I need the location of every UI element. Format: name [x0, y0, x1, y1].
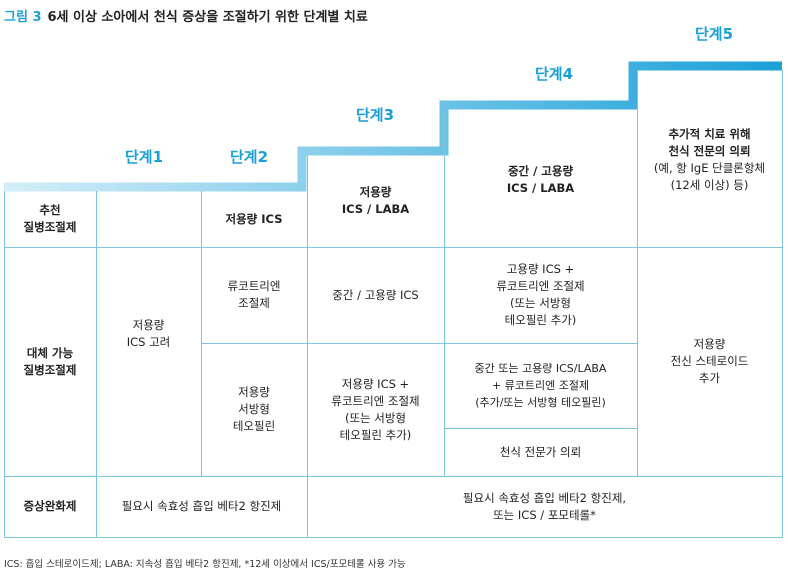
- figure-title-text: 6세 이상 소아에서 천식 증상을 조절하기 위한 단계별 치료: [47, 10, 368, 25]
- row-header-recommended: 추천 질병조절제: [23, 203, 77, 234]
- stage-4-alternative-2: 중간 또는 고용량 ICS/LABA + 류코트리엔 조절제 (추가/또는 서방…: [474, 362, 607, 409]
- stage-5-recommended-note: (예, 항 IgE 단클론항체 (12세 이상) 등): [653, 160, 766, 192]
- grid-line: [96, 191, 97, 537]
- reliever-stage-3-5: 필요시 속효성 흡입 베타2 항진제, 또는 ICS / 포모테롤*: [462, 490, 627, 522]
- grid-line: [4, 191, 5, 537]
- stage-3-alternative-2: 저용량 ICS + 류코트리엔 조절제 (또는 서방형 테오필린 추가): [331, 376, 420, 442]
- stage-5-label: 단계5: [695, 25, 734, 43]
- stage-4-alternative-1: 고용량 ICS + 류코트리엔 조절제 (또는 서방형 테오필린 추가): [496, 262, 585, 327]
- stage-1-label: 단계1: [125, 148, 164, 166]
- footnote: ICS: 흡입 스테로이드제; LABA: 지속성 흡입 베타2 항진제, *1…: [4, 559, 406, 570]
- stage-5-alternative: 저용량 전신 스테로이드 추가: [670, 337, 749, 385]
- stage-2-recommended: 저용량 ICS: [225, 211, 283, 226]
- figure-number: 그림 3: [4, 10, 42, 25]
- stage-2-label: 단계2: [230, 148, 269, 166]
- grid-line: [782, 70, 783, 537]
- figure-title: 그림 3 6세 이상 소아에서 천식 증상을 조절하기 위한 단계별 치료: [4, 6, 368, 25]
- grid-line: [4, 247, 302, 248]
- row-header-reliever: 증상완화제: [23, 499, 77, 513]
- grid-line: [637, 70, 638, 476]
- stage-3-alternative-1: 중간 / 고용량 ICS: [332, 287, 419, 302]
- stage-5-recommended-title: 추가적 치료 위해 천식 전문의 의뢰: [668, 126, 751, 158]
- grid-line: [444, 428, 637, 429]
- grid-line: [4, 537, 783, 538]
- row-header-alternative: 대체 가능 질병조절제: [23, 345, 77, 377]
- grid-line: [201, 343, 637, 344]
- stage-2-alternative-1: 류코트리엔 조절제: [227, 279, 281, 310]
- stage-4-recommended: 중간 / 고용량 ICS / LABA: [506, 163, 575, 195]
- stage-2-alternative-2: 저용량 서방형 테오필린: [232, 385, 276, 433]
- stage-4-alternative-3: 천식 전문가 의뢰: [499, 444, 582, 459]
- grid-line: [4, 476, 783, 477]
- grid-line: [201, 191, 202, 476]
- stage-1-controller: 저용량 ICS 고려: [126, 317, 171, 349]
- grid-line: [307, 155, 308, 537]
- stage-4-label: 단계4: [535, 65, 574, 83]
- stage-3-recommended: 저용량 ICS / LABA: [341, 185, 410, 216]
- grid-line: [444, 109, 445, 476]
- reliever-stage-1-2: 필요시 속효성 흡입 베타2 항진제: [121, 499, 282, 513]
- stage-3-label: 단계3: [356, 106, 395, 124]
- stage-5-recommended: 추가적 치료 위해 천식 전문의 의뢰 (예, 항 IgE 단클론항체 (12세…: [637, 72, 782, 247]
- grid-line: [302, 247, 783, 248]
